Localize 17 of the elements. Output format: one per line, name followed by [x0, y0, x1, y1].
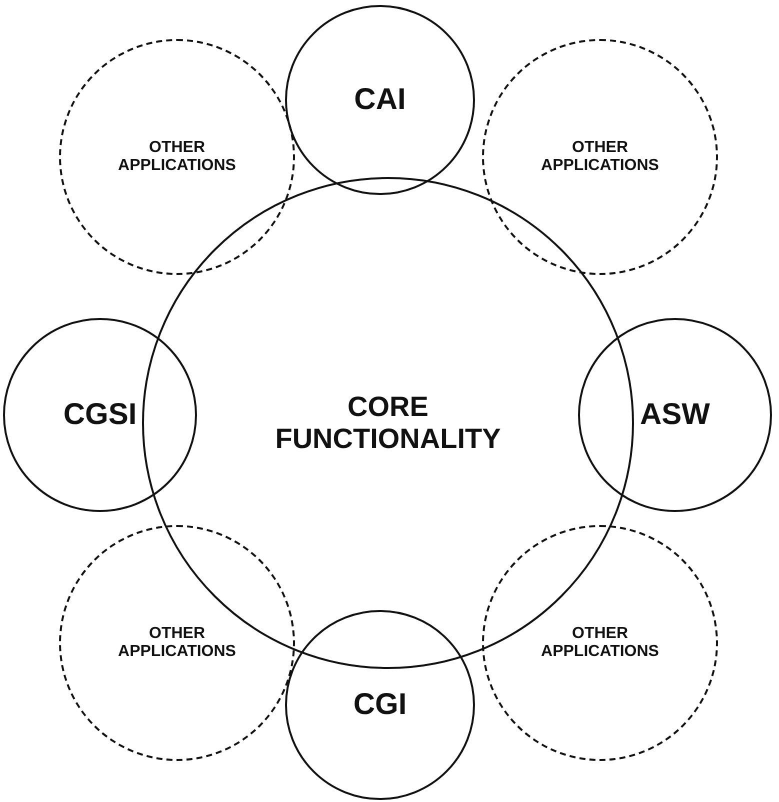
- circle-label: CGSI: [63, 398, 137, 432]
- circle: [578, 318, 772, 512]
- circle-label: OTHER APPLICATIONS: [540, 624, 660, 662]
- dashed-circle: [482, 525, 718, 761]
- dashed-circle: [482, 39, 718, 275]
- circle-label: CGI: [353, 688, 407, 722]
- circle: [285, 5, 475, 195]
- circle-label: OTHER APPLICATIONS: [117, 624, 237, 662]
- circle-label: CAI: [354, 82, 406, 118]
- circle: [285, 610, 475, 800]
- dashed-circle: [59, 39, 295, 275]
- circle-label: ASW: [640, 398, 710, 432]
- circle-label: CORE FUNCTIONALITY: [274, 390, 502, 456]
- circle-label: OTHER APPLICATIONS: [540, 138, 660, 176]
- dashed-circle: [59, 525, 295, 761]
- circle: [3, 318, 197, 512]
- circle-label: OTHER APPLICATIONS: [117, 138, 237, 176]
